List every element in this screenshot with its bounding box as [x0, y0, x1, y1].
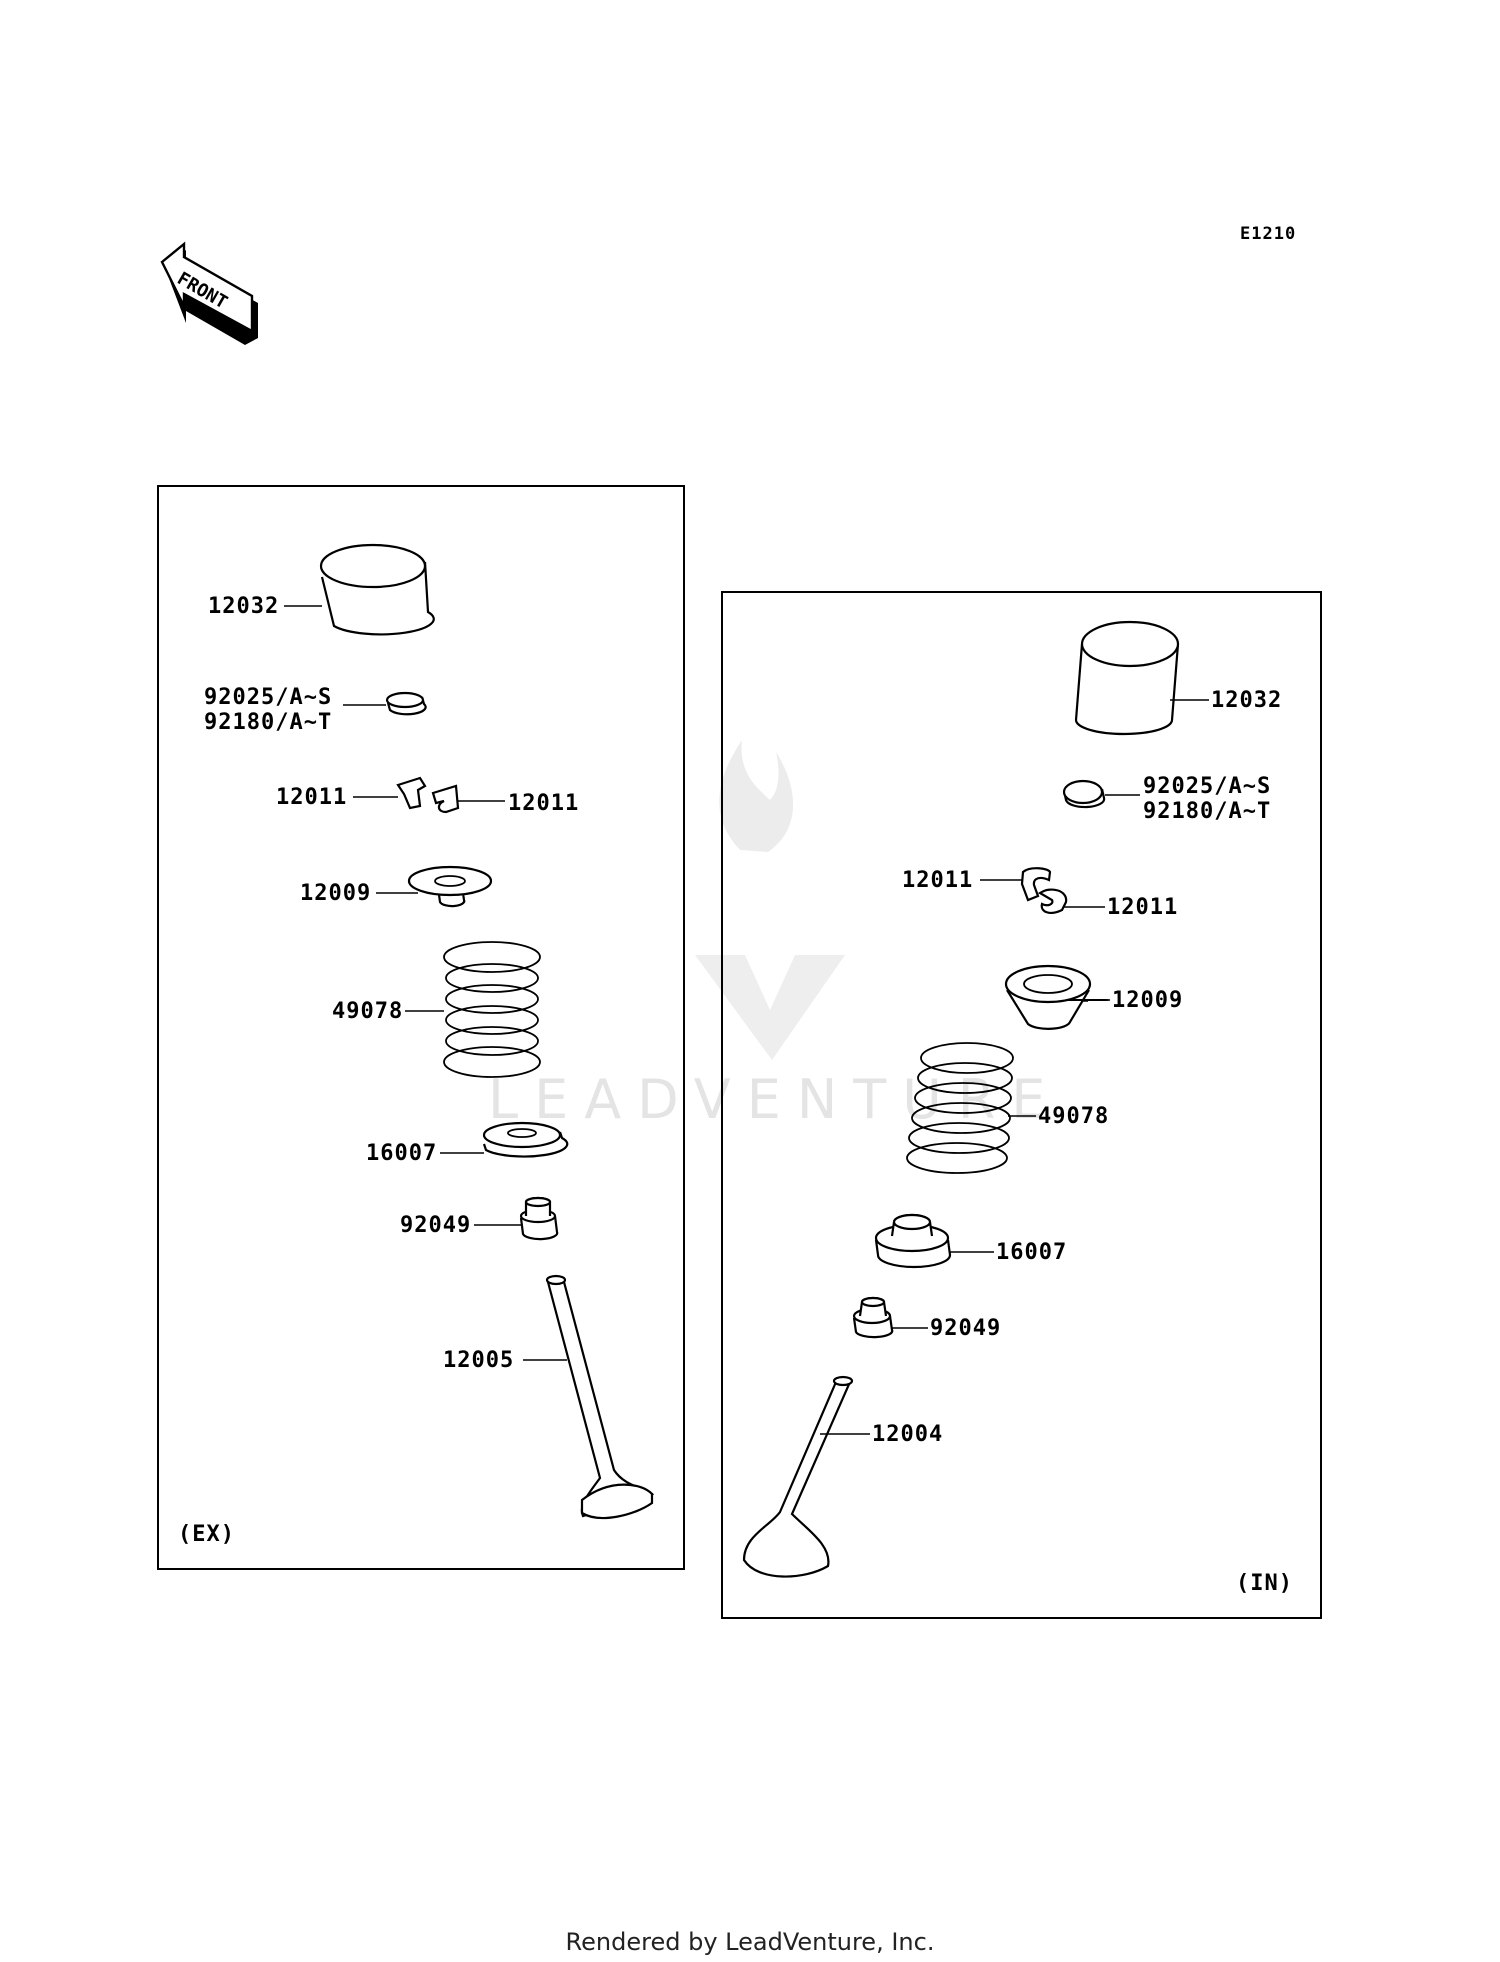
ex-cotter-left-label: 12011	[276, 785, 347, 810]
ex-shim-part: 92025/A~S 92180/A~T	[204, 685, 427, 735]
ex-tappet-label: 12032	[208, 594, 279, 619]
in-spring-part: 49078	[906, 1042, 1109, 1174]
ex-spring-part: 49078	[332, 941, 541, 1078]
in-retainer-part: 12009	[1004, 964, 1183, 1030]
in-spring-seat-label: 16007	[996, 1240, 1067, 1265]
in-cotter-right-label: 12011	[1107, 895, 1178, 920]
in-shim-label-a: 92025/A~S	[1143, 774, 1271, 799]
ex-retainer-part: 12009	[300, 865, 493, 908]
intake-panel-frame	[721, 591, 1322, 1619]
in-cotter-left-label: 12011	[902, 868, 973, 893]
ex-valve-label: 12005	[443, 1348, 514, 1373]
ex-tappet-part: 12032	[208, 543, 435, 636]
in-retainer-label: 12009	[1112, 988, 1183, 1013]
diagram-code: E1210	[1240, 224, 1296, 244]
ex-valve-part: 12005	[443, 1274, 655, 1520]
ex-spring-seat-part: 16007	[366, 1121, 569, 1166]
ex-stem-seal-label: 92049	[400, 1213, 471, 1238]
in-tappet-label: 12032	[1211, 688, 1282, 713]
exhaust-panel-frame	[157, 485, 685, 1570]
ex-shim-label-b: 92180/A~T	[204, 710, 332, 735]
ex-spring-seat-label: 16007	[366, 1141, 437, 1166]
front-arrow-icon: FRONT	[160, 241, 258, 345]
in-stem-seal-part: 92049	[852, 1296, 1001, 1341]
ex-shim-label-a: 92025/A~S	[204, 685, 332, 710]
in-shim-label-b: 92180/A~T	[1143, 799, 1271, 824]
exhaust-panel: 12032 92025/A~S 92180/A~T 12011 12011 12…	[157, 485, 685, 1570]
ex-retainer-label: 12009	[300, 881, 371, 906]
ex-panel-tag: (EX)	[178, 1522, 235, 1547]
footer-credit: Rendered by LeadVenture, Inc.	[566, 1928, 935, 1956]
intake-panel: 12032 92025/A~S 92180/A~T 12011 12011	[721, 591, 1322, 1619]
in-cotter-parts: 12011 12011	[902, 867, 1178, 920]
in-tappet-part: 12032	[1074, 620, 1282, 736]
in-valve-part: 12004	[742, 1375, 943, 1578]
watermark-text: LEADVENTURE	[488, 1068, 1061, 1131]
watermark-v-icon	[695, 955, 845, 1060]
ex-stem-seal-part: 92049	[400, 1196, 559, 1241]
in-panel-tag: (IN)	[1236, 1571, 1293, 1596]
in-spring-label: 49078	[1038, 1104, 1109, 1129]
ex-cotter-right-label: 12011	[508, 791, 579, 816]
ex-cotter-parts: 12011 12011	[276, 776, 579, 816]
in-shim-part: 92025/A~S 92180/A~T	[1062, 774, 1271, 824]
in-valve-label: 12004	[872, 1422, 943, 1447]
in-stem-seal-label: 92049	[930, 1316, 1001, 1341]
watermark-flame-icon	[719, 740, 794, 852]
in-spring-seat-part: 16007	[874, 1213, 1067, 1269]
watermark: LEADVENTURE	[488, 740, 1061, 1131]
ex-spring-label: 49078	[332, 999, 403, 1024]
